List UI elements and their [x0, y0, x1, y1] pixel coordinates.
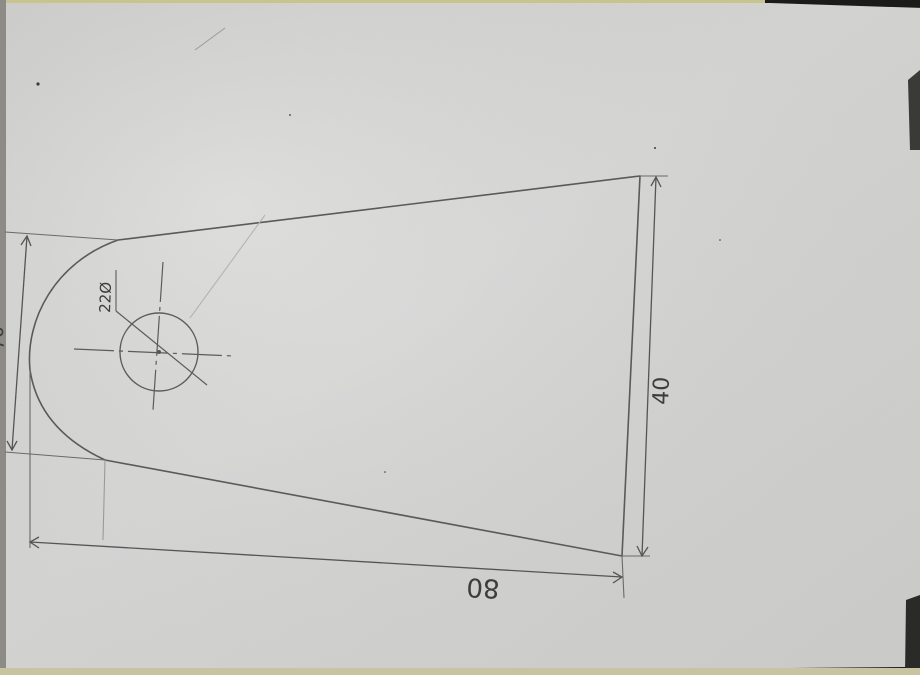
paper-mark [194, 27, 226, 51]
hole-centerline-horizontal [73, 348, 235, 357]
top-tangent-line [117, 175, 641, 241]
hole-circle [119, 312, 199, 392]
bottom-tangent-line [104, 459, 623, 557]
construction-lines [4, 175, 668, 599]
right-edge-line [621, 175, 641, 557]
diameter-label: 22Ø [96, 281, 115, 313]
diameter-leader-line [115, 310, 208, 386]
paper-specks [36, 82, 721, 473]
height-dimension-label: 40 [649, 376, 675, 405]
width-dimension-label: 70 [0, 326, 9, 351]
part-outline [28, 175, 641, 557]
length-dimension [28, 536, 624, 584]
top-edge-strip [0, 0, 765, 4]
height-dimension [636, 175, 662, 558]
hole-centerline-vertical [152, 261, 164, 411]
rounded-end-arc [28, 239, 119, 461]
hole-center-dot [157, 350, 161, 354]
length-dimension-label: 80 [466, 571, 501, 603]
hole [73, 261, 235, 411]
width-dimension [6, 234, 32, 452]
